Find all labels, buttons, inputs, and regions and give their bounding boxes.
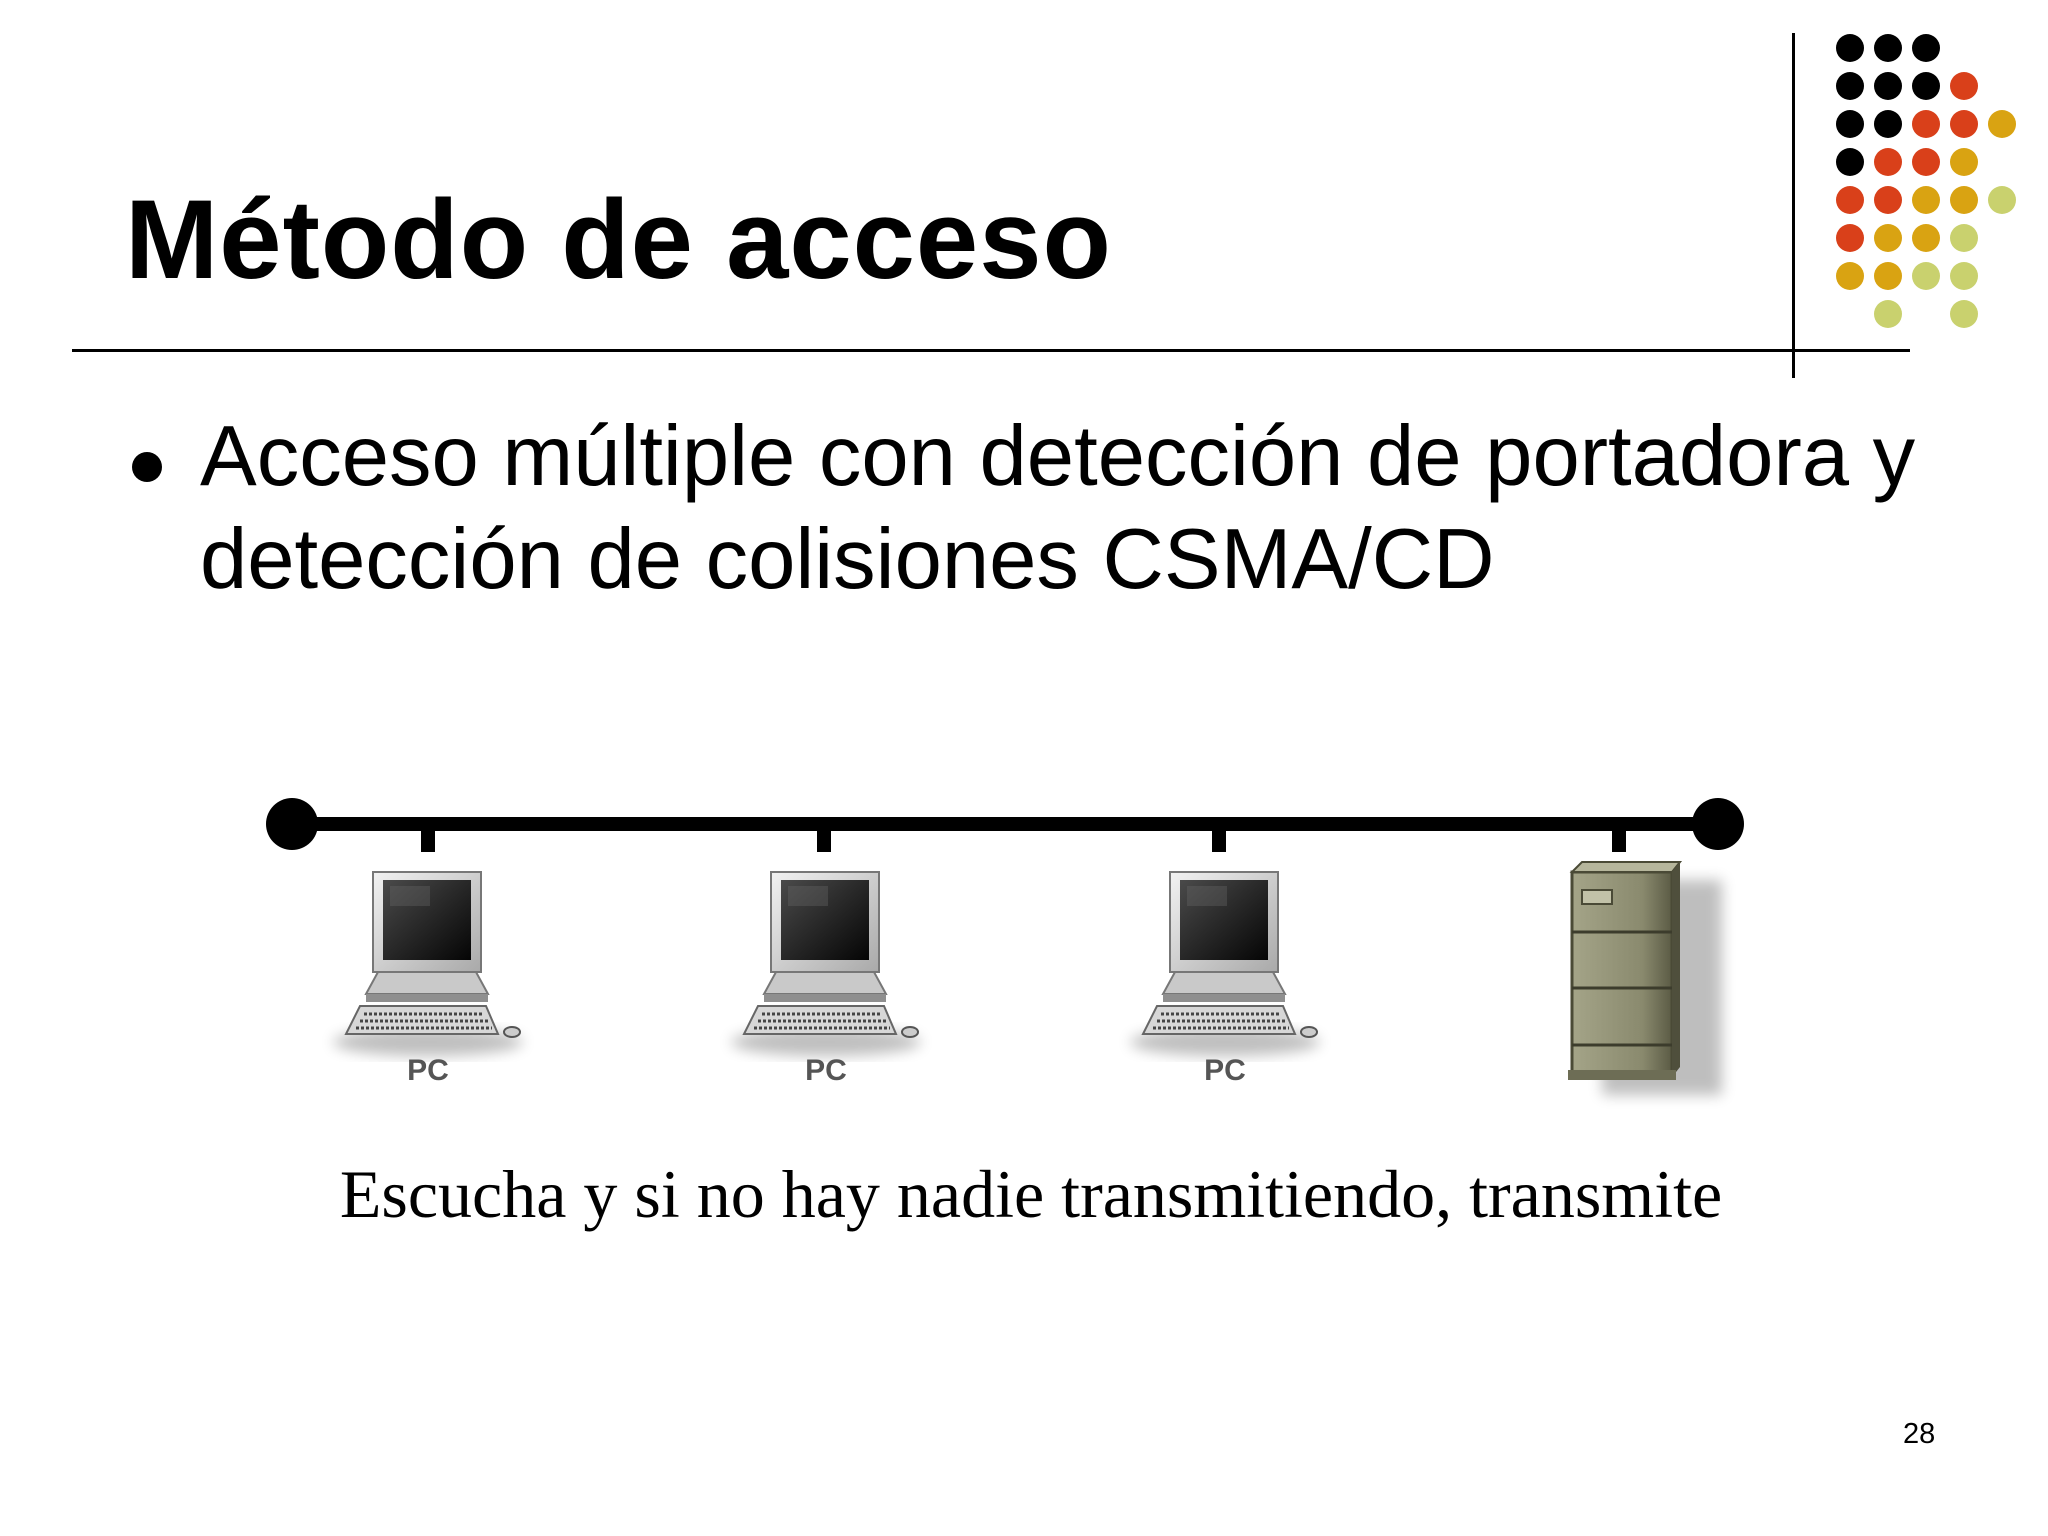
device-label: PC [1204,1054,1246,1087]
decorative-dot [1950,110,1978,138]
pc-computer-icon [333,872,523,1056]
decorative-dot [1950,262,1978,290]
decorative-dot [1874,186,1902,214]
decorative-dot [1836,224,1864,252]
decorative-dot [1874,72,1902,100]
server-icon [1568,862,1722,1095]
bus-terminator-left [266,798,318,850]
bus-network-diagram: PC PC PC [266,798,1744,1120]
page-number: 28 [1903,1418,1936,1450]
decorative-dot [1874,262,1902,290]
pc-computer-icon [731,872,921,1056]
decorative-dot [1912,186,1940,214]
decorative-dot [1912,148,1940,176]
decorative-dot [1912,110,1940,138]
decorative-dot [1950,148,1978,176]
decorative-dot [1836,72,1864,100]
drop-connector [1212,824,1226,852]
title-divider [72,349,1910,352]
bullet-marker [132,452,162,482]
decorative-dot [1950,72,1978,100]
device-label: PC [805,1054,847,1087]
decorative-dot [1950,186,1978,214]
decorative-dot [1874,110,1902,138]
drop-connector [421,824,435,852]
decorative-dot [1874,224,1902,252]
drop-connector [1612,824,1626,852]
decorative-dot [1836,186,1864,214]
decorative-dot [1836,148,1864,176]
decorative-dot [1912,34,1940,62]
decorative-dot [1874,300,1902,328]
caption-text: Escucha y si no hay nadie transmitiendo,… [339,1156,1723,1232]
decorative-dot [1836,34,1864,62]
decorative-dot [1836,262,1864,290]
decorative-dot-grid [1836,34,2016,328]
decorative-dot [1988,110,2016,138]
decorative-dot [1950,224,1978,252]
device-label: PC [407,1054,449,1087]
decorative-dot [1874,148,1902,176]
bullet-text: Acceso múltiple con detección de portado… [200,409,1916,607]
slide-title: Método de acceso [125,177,1112,302]
decorative-dot [1874,34,1902,62]
decorative-dot [1912,262,1940,290]
decorative-dot [1912,224,1940,252]
decorative-dot [1912,72,1940,100]
vertical-divider [1792,33,1795,378]
pc-computer-icon [1130,872,1320,1056]
drop-connector [817,824,831,852]
decorative-dot [1950,300,1978,328]
bus-terminator-right [1692,798,1744,850]
diagram-caption: Escucha y si no hay nadie transmitiendo,… [0,1155,2048,1234]
decorative-dot [1836,110,1864,138]
decorative-dot [1988,186,2016,214]
